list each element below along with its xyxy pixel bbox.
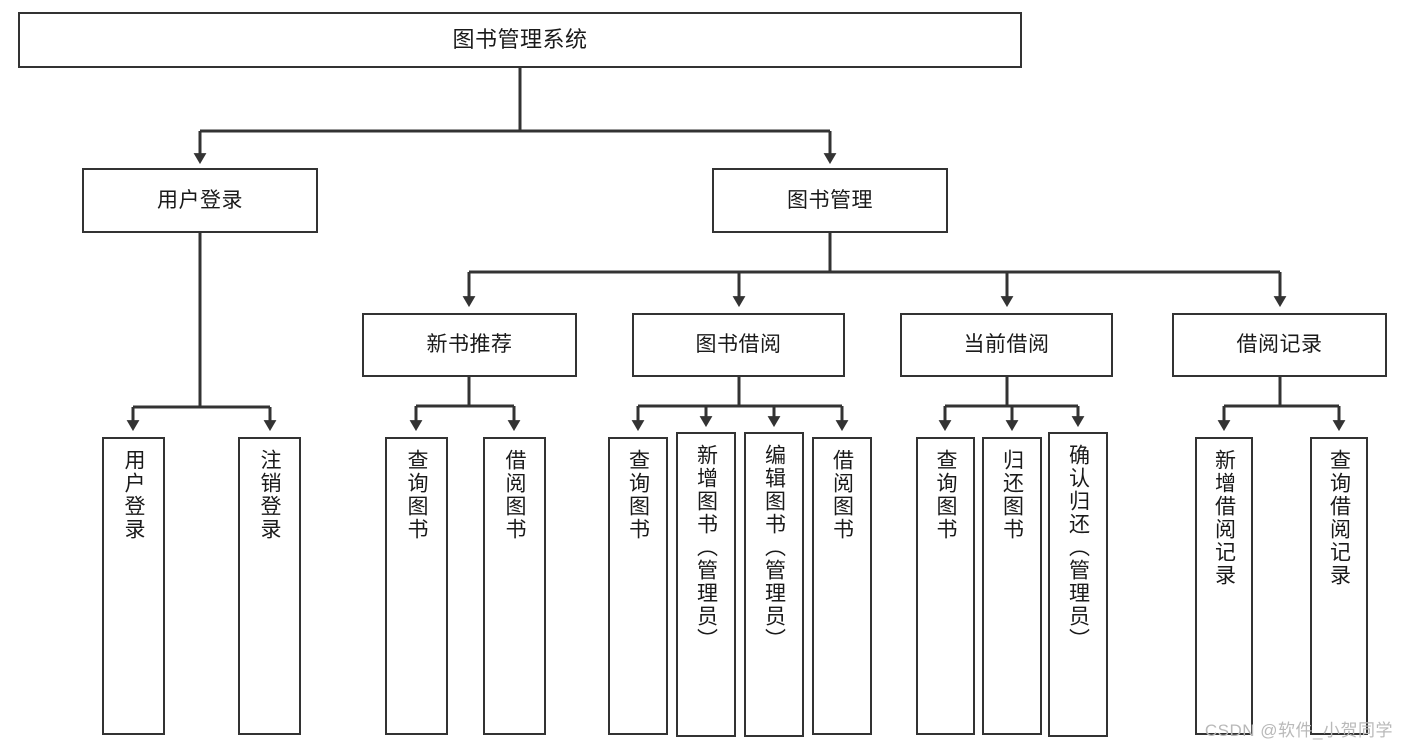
node-leaf-borrow-book-label: 借阅图书 bbox=[830, 449, 854, 541]
node-leaf-user-logout-label: 注销登录 bbox=[258, 449, 281, 541]
node-book-borrow-label: 图书借阅 bbox=[695, 333, 782, 357]
node-user-login-label: 用户登录 bbox=[157, 188, 243, 212]
node-current-borrow-label: 当前借阅 bbox=[963, 333, 1050, 357]
node-leaf-edit-book-admin-label: 编辑图书（管理员） bbox=[762, 444, 786, 651]
node-leaf-confirm-return-admin-label: 确认归还（管理员） bbox=[1066, 444, 1090, 651]
node-leaf-query-book-recommend-label: 查询图书 bbox=[405, 449, 428, 541]
node-new-book-recommend-label: 新书推荐 bbox=[426, 333, 513, 357]
node-book-management[interactable]: 图书管理 bbox=[712, 168, 948, 233]
node-leaf-query-book-current-label: 查询图书 bbox=[934, 449, 957, 541]
node-leaf-add-book-admin[interactable]: 新增图书（管理员） bbox=[676, 432, 736, 737]
node-root-label: 图书管理系统 bbox=[452, 26, 588, 52]
node-leaf-query-book-recommend[interactable]: 查询图书 bbox=[385, 437, 448, 735]
node-leaf-confirm-return-admin[interactable]: 确认归还（管理员） bbox=[1048, 432, 1108, 737]
node-leaf-borrow-book-recommend-label: 借阅图书 bbox=[503, 449, 526, 541]
node-new-book-recommend[interactable]: 新书推荐 bbox=[362, 313, 577, 377]
node-leaf-add-borrow-record-label: 新增借阅记录 bbox=[1212, 449, 1236, 587]
node-leaf-borrow-book-recommend[interactable]: 借阅图书 bbox=[483, 437, 546, 735]
node-leaf-user-login[interactable]: 用户登录 bbox=[102, 437, 165, 735]
node-root[interactable]: 图书管理系统 bbox=[18, 12, 1022, 68]
node-leaf-edit-book-admin[interactable]: 编辑图书（管理员） bbox=[744, 432, 804, 737]
node-leaf-query-book-borrow-label: 查询图书 bbox=[626, 449, 650, 541]
node-leaf-return-book[interactable]: 归还图书 bbox=[982, 437, 1042, 735]
node-leaf-query-borrow-record[interactable]: 查询借阅记录 bbox=[1310, 437, 1368, 735]
node-book-borrow[interactable]: 图书借阅 bbox=[632, 313, 845, 377]
watermark-text: CSDN @软件_小贺同学 bbox=[1204, 721, 1393, 740]
node-leaf-return-book-label: 归还图书 bbox=[1000, 449, 1024, 541]
node-current-borrow[interactable]: 当前借阅 bbox=[900, 313, 1113, 377]
node-leaf-add-book-admin-label: 新增图书（管理员） bbox=[694, 444, 718, 651]
node-leaf-query-book-borrow[interactable]: 查询图书 bbox=[608, 437, 668, 735]
node-book-management-label: 图书管理 bbox=[787, 188, 873, 212]
node-leaf-user-login-label: 用户登录 bbox=[122, 449, 145, 541]
node-borrow-record[interactable]: 借阅记录 bbox=[1172, 313, 1387, 377]
node-leaf-query-borrow-record-label: 查询借阅记录 bbox=[1327, 449, 1351, 587]
node-borrow-record-label: 借阅记录 bbox=[1236, 333, 1323, 357]
node-leaf-add-borrow-record[interactable]: 新增借阅记录 bbox=[1195, 437, 1253, 735]
node-leaf-user-logout[interactable]: 注销登录 bbox=[238, 437, 301, 735]
node-leaf-borrow-book[interactable]: 借阅图书 bbox=[812, 437, 872, 735]
node-user-login[interactable]: 用户登录 bbox=[82, 168, 318, 233]
node-leaf-query-book-current[interactable]: 查询图书 bbox=[916, 437, 975, 735]
